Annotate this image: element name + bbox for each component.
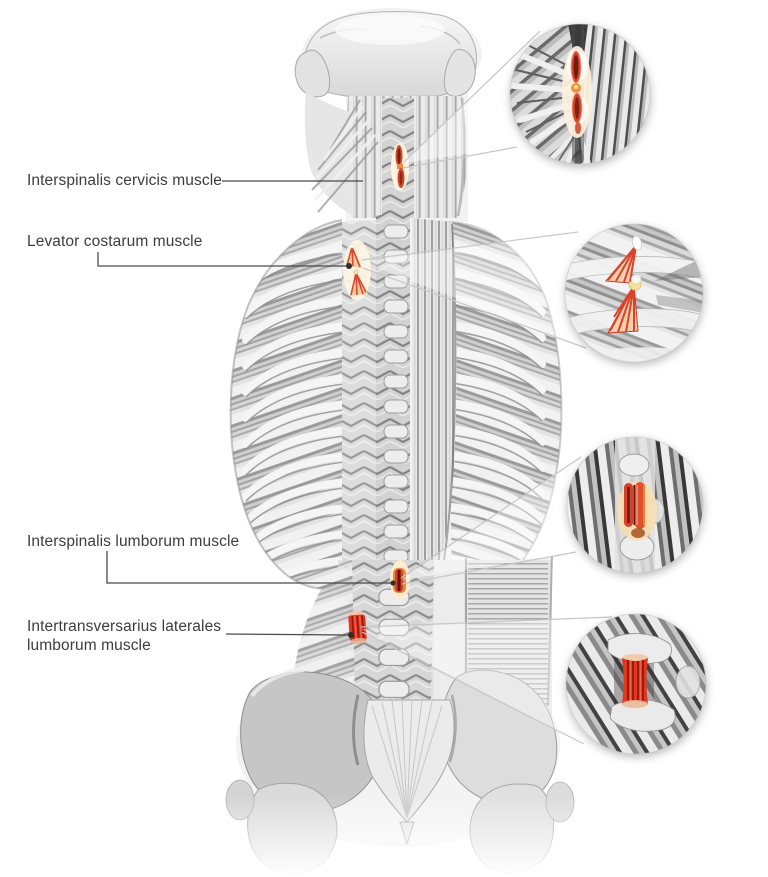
levator-costarum-highlight [343, 240, 371, 300]
inset-intertransversarius-zoom [565, 613, 707, 755]
label-intertransversarius-laterales-lumborum: Intertransversarius laterales lumborum m… [27, 618, 222, 654]
inset-interspinalis-cervicis-zoom [509, 23, 651, 165]
leader-levator-costarum [97, 252, 347, 267]
leader-intertransversarius [225, 633, 350, 636]
pelvis [150, 668, 630, 877]
leader-interspinalis-lumborum [106, 551, 392, 584]
skull-occiput [294, 11, 477, 98]
label-interspinalis-cervicis: Interspinalis cervicis muscle [27, 172, 222, 189]
mastoid-left [294, 49, 331, 98]
inset-levator-costarum-zoom [564, 223, 704, 363]
body-illustration [150, 8, 630, 877]
ribcage-left [229, 219, 343, 590]
label-levator-costarum: Levator costarum muscle [27, 233, 203, 250]
interspinalis-cervicis-highlight [395, 145, 405, 188]
inset-interspinalis-lumborum-zoom [566, 436, 704, 574]
erector-spinae-band [412, 218, 457, 584]
label-leader-lines [97, 180, 396, 638]
ribcage-right [445, 221, 563, 588]
mastoid-right [443, 48, 476, 97]
label-interspinalis-lumborum: Interspinalis lumborum muscle [27, 533, 240, 550]
thoracic-spine [342, 215, 457, 585]
magnifier-wedges [360, 30, 613, 745]
interspinalis-lumborum-highlight [393, 568, 406, 593]
